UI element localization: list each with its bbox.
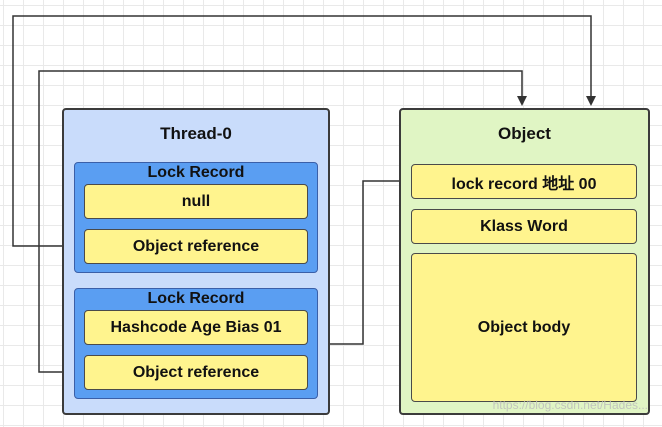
markword-arrow xyxy=(318,180,411,349)
mark-word-cell: lock record 地址 00 xyxy=(411,164,637,199)
object-body-cell: Object body xyxy=(411,253,637,402)
lock-record-2-value: Hashcode Age Bias 01 xyxy=(84,310,308,345)
lock-record-2-title: Lock Record xyxy=(147,290,245,307)
lock-record-1-title: Lock Record xyxy=(147,164,245,181)
watermark: https://blog.csdn.net/Hades... xyxy=(492,398,648,412)
object-title: Object xyxy=(498,124,551,143)
lock-record-1-value: null xyxy=(84,184,308,219)
lock-record-1-object-reference: Object reference xyxy=(84,229,308,264)
lock-record-2-object-reference: Object reference xyxy=(84,355,308,390)
thread-title: Thread-0 xyxy=(160,124,232,143)
klass-word-cell: Klass Word xyxy=(411,209,637,244)
